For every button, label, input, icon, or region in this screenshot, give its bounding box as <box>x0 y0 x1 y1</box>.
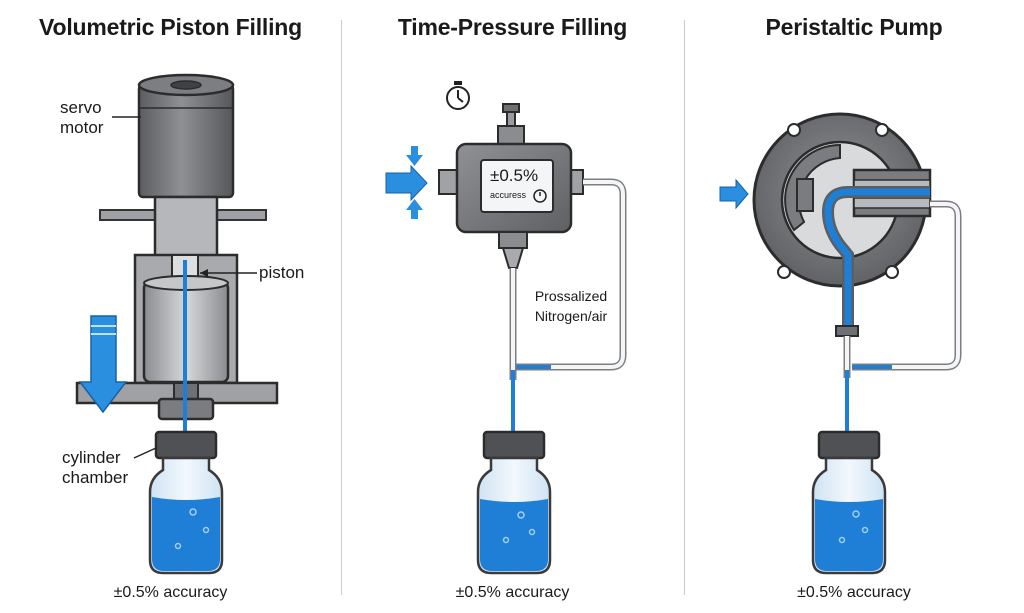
accuracy-caption: ±0.5% accuracy <box>455 584 570 601</box>
pump-housing <box>752 112 928 288</box>
vial <box>811 430 887 575</box>
chamber-label: cylinder chamber <box>62 448 129 487</box>
panel-piston-filling: Volumetric Piston Filling <box>0 0 341 613</box>
panel-title: Volumetric Piston Filling <box>39 14 302 40</box>
accuracy-caption: ±0.5% accuracy <box>797 584 911 601</box>
motor-label: servo motor <box>60 98 104 137</box>
display-label: accuress <box>490 190 527 200</box>
accuracy-caption: ±0.5% accuracy <box>113 584 228 601</box>
panel-divider <box>684 20 685 595</box>
inlet-arrow-icon <box>719 178 749 210</box>
gas-label: Prossalized Nitrogen/air <box>534 288 608 324</box>
panel-divider <box>341 20 342 595</box>
vial <box>476 430 552 575</box>
stopwatch-icon <box>446 81 470 110</box>
time-pressure-illustration <box>385 81 627 575</box>
down-flow-arrow <box>78 315 128 414</box>
inlet-arrow-icon <box>385 146 428 219</box>
peristaltic-pump-illustration <box>719 112 962 575</box>
piston-label: piston <box>259 263 305 282</box>
piston-filler-illustration <box>75 73 279 575</box>
panel-time-pressure-filling: Time-Pressure Filling <box>341 0 684 613</box>
chamber-leader <box>133 447 157 459</box>
panel-title: Peristaltic Pump <box>765 14 943 40</box>
servo-motor <box>137 73 235 259</box>
panel-title: Time-Pressure Filling <box>397 14 628 40</box>
panel-peristaltic-pump: Peristaltic Pump <box>684 0 1024 613</box>
vial <box>148 430 224 575</box>
display-value: ±0.5% <box>490 166 539 185</box>
